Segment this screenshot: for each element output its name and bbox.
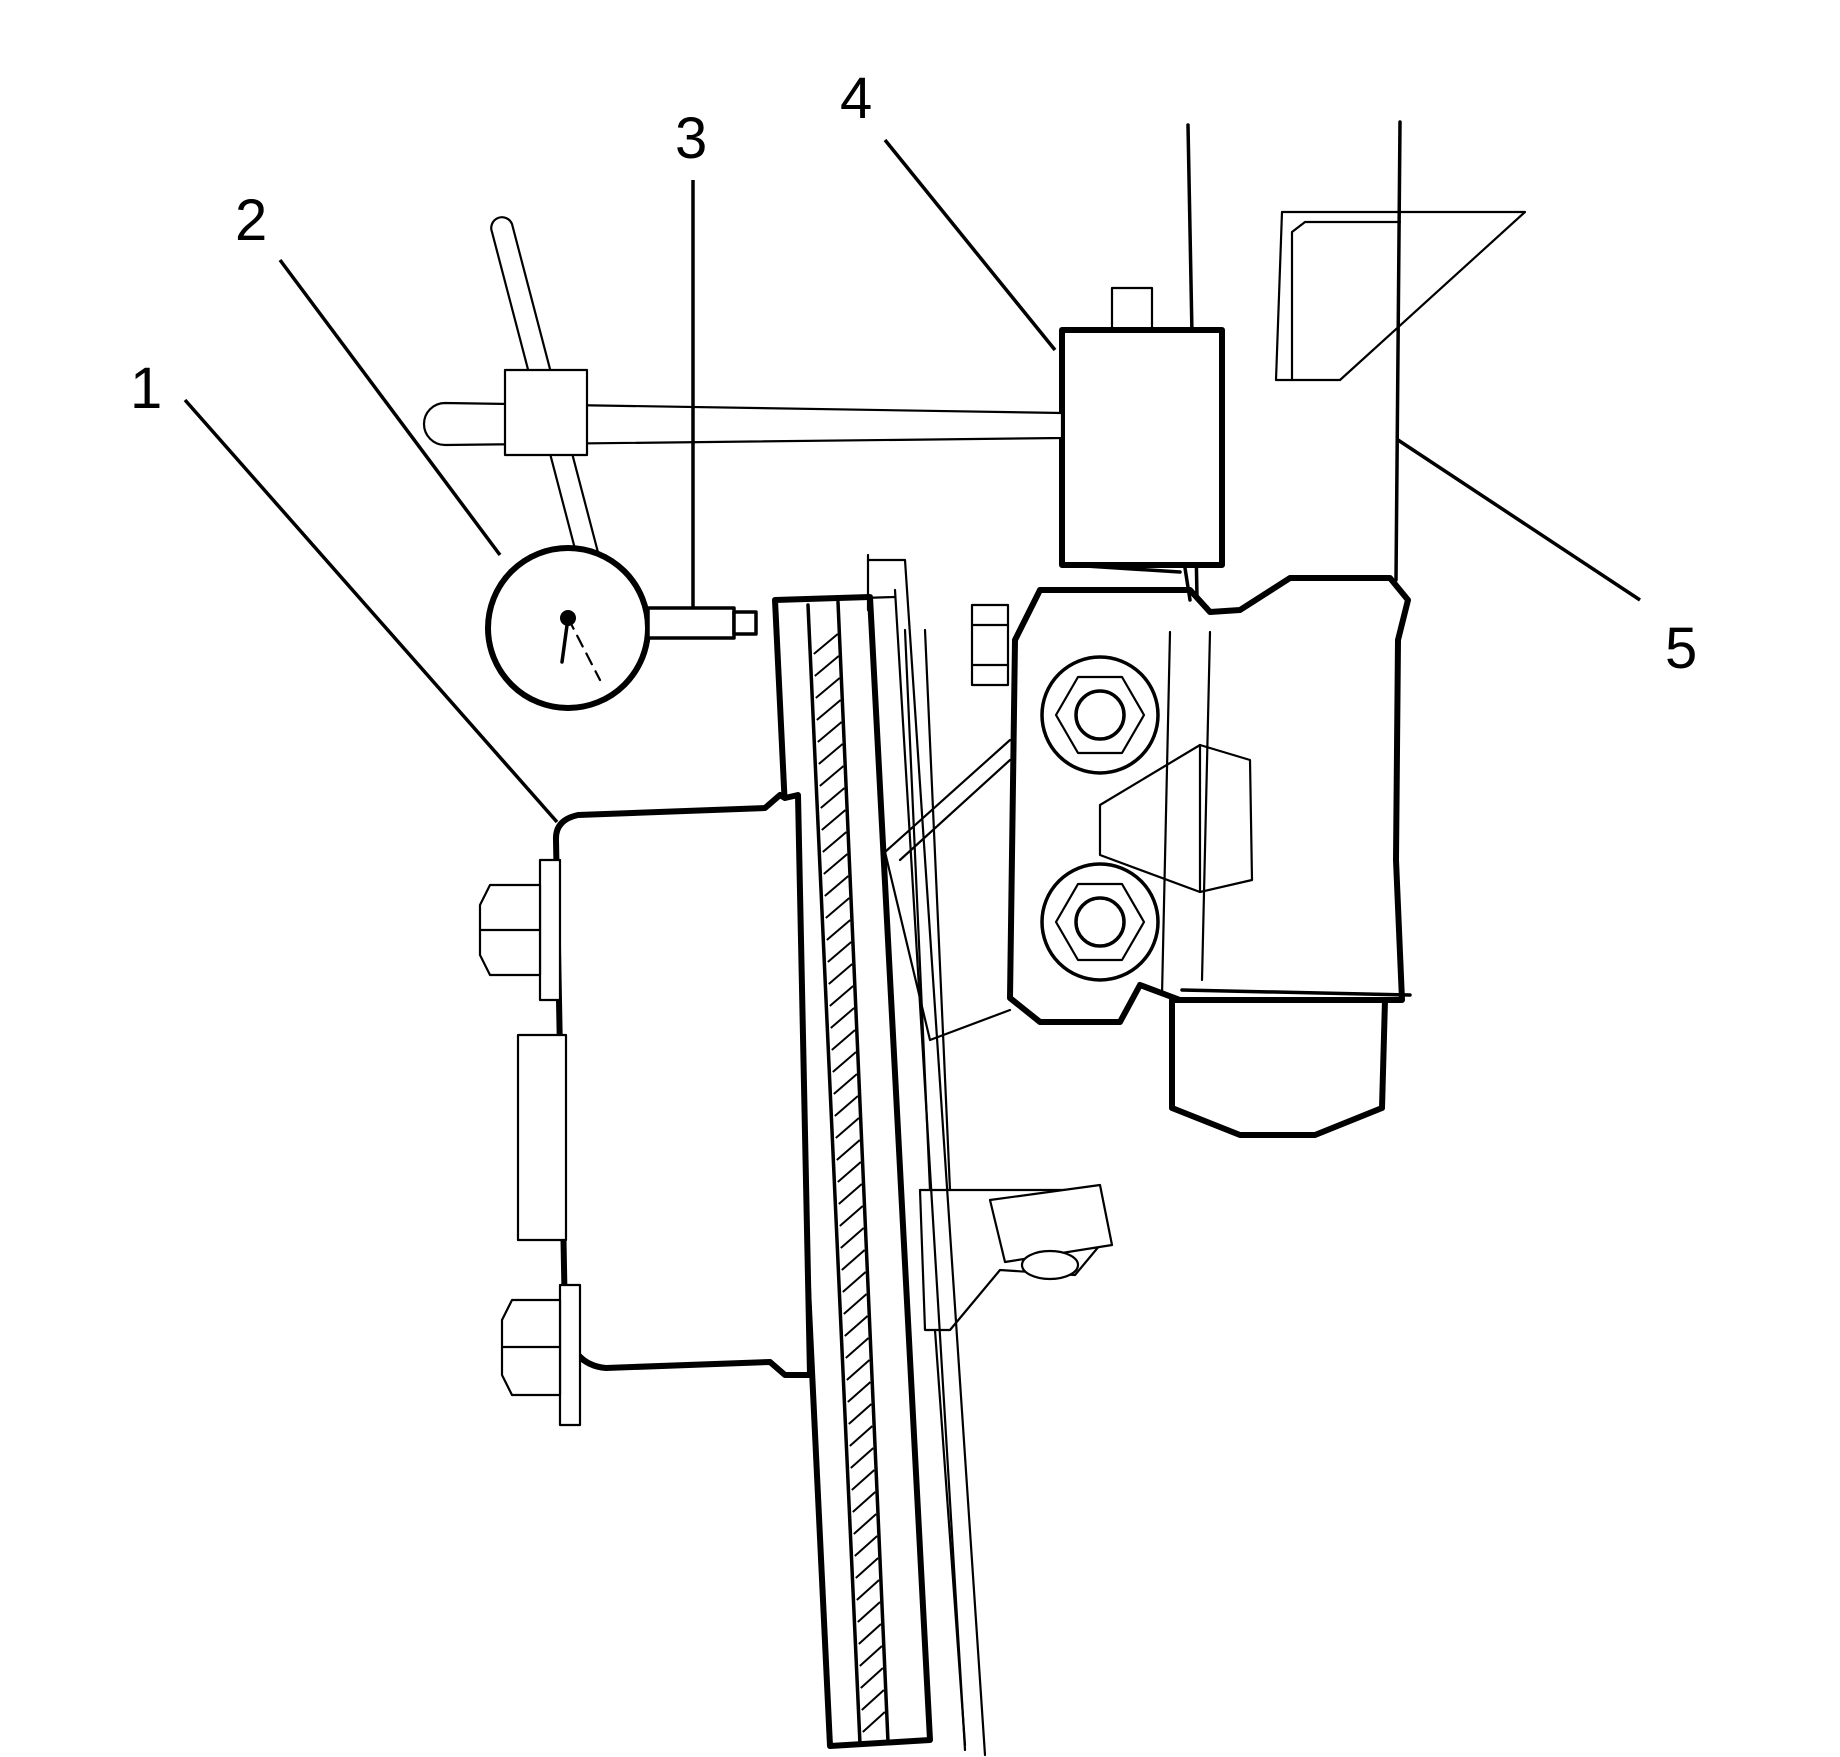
callout-3: 3 — [675, 106, 707, 171]
leader-1 — [183, 398, 559, 824]
rotor-hatch-stroke — [849, 1425, 874, 1447]
rotor-hatch-stroke — [846, 1359, 871, 1381]
rotor-hatch-stroke — [817, 721, 843, 743]
rotor-hatch-stroke — [824, 875, 849, 897]
rotor-hatch-stroke — [816, 699, 842, 721]
rotor-hatch-stroke — [843, 1293, 868, 1315]
magnetic-base — [1059, 286, 1225, 602]
rotor-hatch-stroke — [853, 1513, 877, 1535]
wheel-stud-upper — [478, 858, 562, 1002]
rotor-hatching — [813, 633, 886, 1733]
callout-5: 5 — [1665, 616, 1697, 681]
callout-labels: 1 2 3 4 5 — [130, 66, 1697, 681]
rotor-hatch-stroke — [815, 677, 841, 699]
rotor-hatch-stroke — [862, 1711, 886, 1733]
dial-indicator — [485, 545, 758, 711]
rotor-hatch-stroke — [847, 1381, 872, 1403]
callout-2: 2 — [235, 188, 267, 253]
callout-4: 4 — [840, 66, 872, 131]
rotor-hatch-stroke — [852, 1491, 876, 1513]
rotor-hatch-stroke — [858, 1623, 882, 1645]
rotor-hatch-stroke — [829, 985, 854, 1007]
rotor-hatch-stroke — [859, 1645, 883, 1667]
rotor-hatch-stroke — [838, 1183, 863, 1205]
rotor-hatch-stroke — [850, 1447, 874, 1469]
rotor-hatch-stroke — [837, 1161, 862, 1183]
rotor-hatch-stroke — [814, 655, 840, 677]
rotor-hatch-stroke — [839, 1205, 864, 1227]
rotor-hatch-stroke — [826, 919, 851, 941]
rotor-hatch-stroke — [833, 1073, 858, 1095]
rotor-hatch-stroke — [840, 1227, 865, 1249]
rotor-hatch-stroke — [856, 1579, 880, 1601]
rotor-hatch-stroke — [830, 1007, 855, 1029]
wheel-stud-lower — [500, 1283, 582, 1427]
knuckle-bolt-upper — [1040, 655, 1160, 775]
rotor-hatch-stroke — [819, 765, 845, 787]
leader-4 — [883, 138, 1057, 352]
rotor-hatch-stroke — [818, 743, 844, 765]
rotor-hatch-stroke — [835, 1117, 860, 1139]
leader-5 — [1397, 438, 1641, 602]
rotor-hatch-stroke — [855, 1557, 879, 1579]
rotor-hatch-stroke — [820, 787, 846, 809]
rotor-hatch-stroke — [813, 633, 839, 655]
rotor-hatch-stroke — [851, 1469, 875, 1491]
gauge-support-rod — [422, 216, 1064, 570]
leader-2 — [278, 258, 502, 557]
lower-bracket — [918, 1183, 1114, 1747]
rotor-hatch-stroke — [828, 963, 853, 985]
rotor-hatch-stroke — [836, 1139, 861, 1161]
rotor-hatch-stroke — [841, 1249, 866, 1271]
rotor-hatch-stroke — [822, 831, 848, 853]
strut-and-knuckle — [883, 120, 1527, 1138]
rotor-hatch-stroke — [823, 853, 849, 875]
rotor-hatch-stroke — [831, 1029, 856, 1051]
callout-1: 1 — [130, 356, 162, 421]
rotor-hatch-stroke — [860, 1667, 884, 1689]
rotor-hatch-stroke — [861, 1689, 885, 1711]
rotor-hatch-stroke — [844, 1315, 869, 1337]
knuckle-bolt-lower — [1040, 862, 1160, 982]
callout-leaders — [183, 138, 1641, 824]
rotor-hatch-stroke — [848, 1403, 873, 1425]
rotor-hatch-stroke — [827, 941, 852, 963]
rotor-hatch-stroke — [845, 1337, 870, 1359]
rotor-hatch-stroke — [857, 1601, 881, 1623]
hub-flange — [478, 792, 813, 1427]
rotor-hatch-stroke — [821, 809, 847, 831]
rotor-hatch-stroke — [854, 1535, 878, 1557]
rotor-hatch-stroke — [834, 1095, 859, 1117]
rotor-hatch-stroke — [832, 1051, 857, 1073]
rotor-hatch-stroke — [825, 897, 850, 919]
rotor-hatch-stroke — [842, 1271, 867, 1293]
